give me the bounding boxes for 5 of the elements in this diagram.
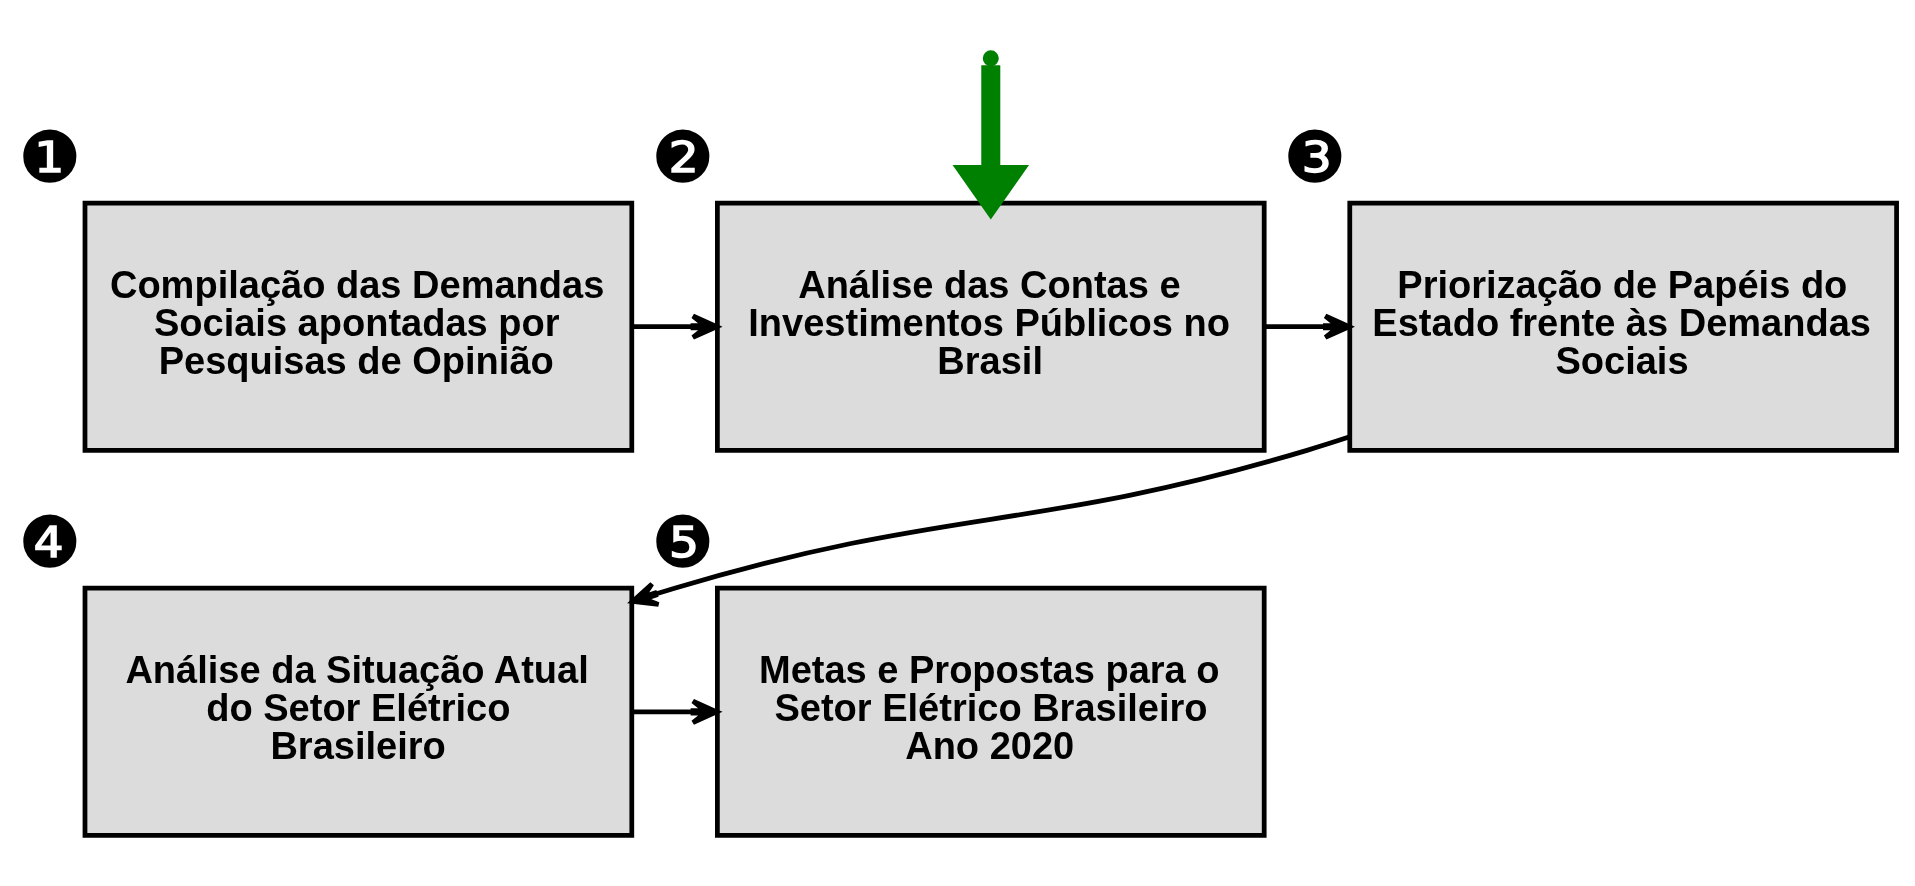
node-label: ❸ bbox=[1283, 116, 1348, 197]
node-label: ❺ bbox=[650, 501, 715, 582]
node-label: ❷ bbox=[650, 116, 715, 197]
node-label: ❹ bbox=[18, 501, 83, 582]
node-label: ❶ bbox=[18, 116, 83, 197]
